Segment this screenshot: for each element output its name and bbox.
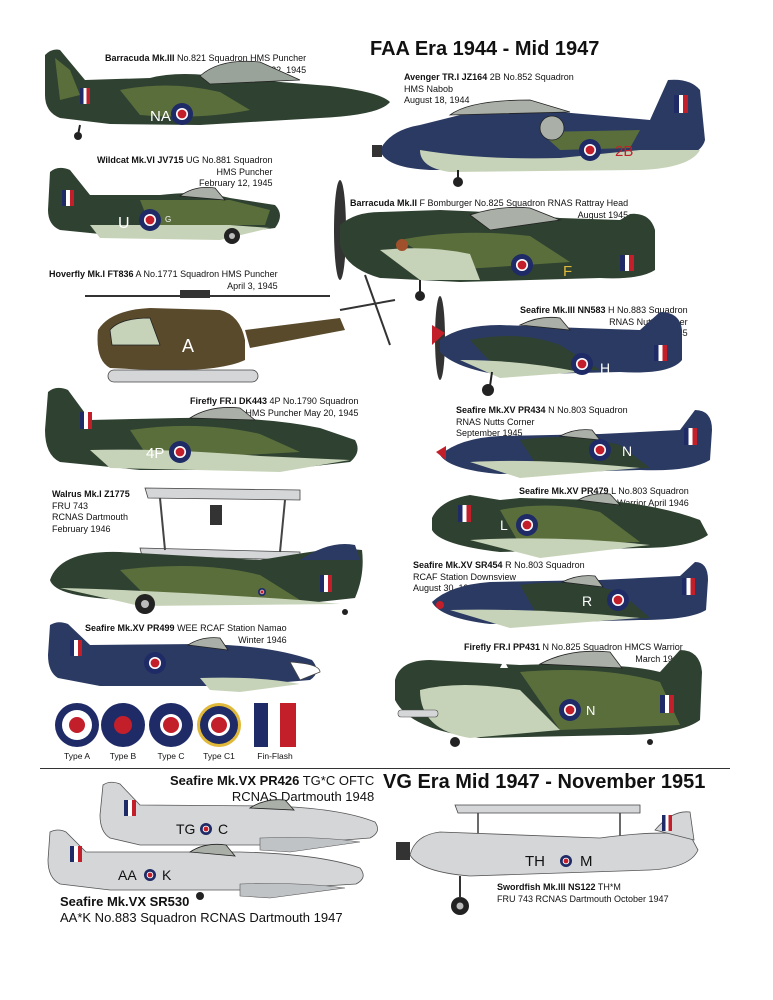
- seafire-pr434-code: N: [622, 443, 632, 459]
- legend-label-fin-flash: Fin-Flash: [257, 751, 293, 761]
- caption-seafire-pr499: Seafire Mk.XV PR499 WEE RCAF Station Nam…: [85, 623, 287, 645]
- caption-barracuda-mk3: Barracuda Mk.III No.821 Squadron HMS Pun…: [105, 53, 307, 75]
- barracuda-mk2-code: F: [563, 263, 572, 280]
- caption-seafire-pr479: Seafire Mk.XV PR479 L No.803 Squadron HM…: [519, 486, 689, 508]
- seafire-sr530-roundel: [144, 869, 156, 881]
- legend-type-c: [149, 703, 193, 747]
- swordfish-code-b: M: [580, 853, 593, 870]
- legend-type-a: [55, 703, 99, 747]
- seafire-sr454-code: R: [582, 593, 592, 609]
- seafire-pr426-code-b: C: [218, 821, 228, 837]
- seafire-pr479-code: L: [500, 517, 508, 533]
- swordfish-roundel: [560, 855, 572, 867]
- legend-label-type-a: Type A: [64, 751, 90, 761]
- legend-type-c1: [197, 703, 241, 747]
- swordfish-code-a: TH: [525, 853, 545, 870]
- caption-seafire-pr434: Seafire Mk.XV PR434 N No.803 Squadron RN…: [456, 405, 628, 438]
- legend-label-type-b: Type B: [109, 751, 137, 761]
- wildcat-code-sub: G: [165, 215, 171, 224]
- seafire-pr426-roundel: [200, 823, 212, 835]
- caption-firefly-pp431: Firefly FR.I PP431 N No.825 Squadron HMC…: [464, 642, 683, 664]
- caption-walrus: Walrus Mk.I Z1775 FRU 743 RCNAS Dartmout…: [52, 489, 130, 534]
- avenger-code: 2B: [615, 143, 633, 160]
- caption-barracuda-mk2: Barracuda Mk.II F Bomburger No.825 Squad…: [350, 198, 629, 220]
- seafire-sr530-code-b: K: [162, 867, 172, 883]
- vg-era-title: VG Era Mid 1947 - November 1951: [383, 771, 706, 793]
- faa-era-title: FAA Era 1944 - Mid 1947: [370, 38, 600, 60]
- era-divider: [40, 768, 730, 769]
- caption-wildcat: Wildcat Mk.VI JV715 UG No.881 Squadron H…: [97, 155, 273, 188]
- caption-hoverfly: Hoverfly Mk.I FT836 A No.1771 Squadron H…: [49, 269, 278, 291]
- wildcat-code: U: [118, 215, 130, 232]
- caption-avenger: Avenger TR.I JZ164 2B No.852 Squadron HM…: [404, 72, 574, 105]
- barracuda-mk3-code: NA: [150, 108, 171, 125]
- caption-swordfish: Swordfish Mk.III NS122 TH*M FRU 743 RCNA…: [497, 882, 669, 904]
- hoverfly-code: A: [182, 336, 194, 356]
- seafire-sr530-illustration: [47, 829, 364, 900]
- caption-seafire-sr530: Seafire Mk.VX SR530 AA*K No.883 Squadron…: [60, 894, 343, 925]
- caption-seafire-sr454: Seafire Mk.XV SR454 R No.803 Squadron RC…: [413, 560, 585, 593]
- seafire-sr530-code-a: AA: [118, 867, 137, 883]
- caption-seafire-pr426: Seafire Mk.VX PR426 TG*C OFTC RCNAS Dart…: [170, 773, 375, 804]
- legend-fin-flash: [254, 703, 296, 747]
- seafire-nn583-code: H: [600, 360, 610, 376]
- legend-label-type-c1: Type C1: [203, 751, 235, 761]
- firefly-pp431-code: N: [586, 703, 595, 718]
- caption-firefly-dk443: Firefly FR.I DK443 4P No.1790 Squadron H…: [190, 396, 359, 418]
- caption-seafire-nn583: Seafire Mk.III NN583 H No.883 Squadron R…: [520, 305, 688, 338]
- firefly-dk443-code: 4P: [146, 445, 164, 462]
- legend-type-b: [101, 703, 145, 747]
- legend-label-type-c: Type C: [157, 751, 185, 761]
- seafire-pr426-code-a: TG: [176, 821, 195, 837]
